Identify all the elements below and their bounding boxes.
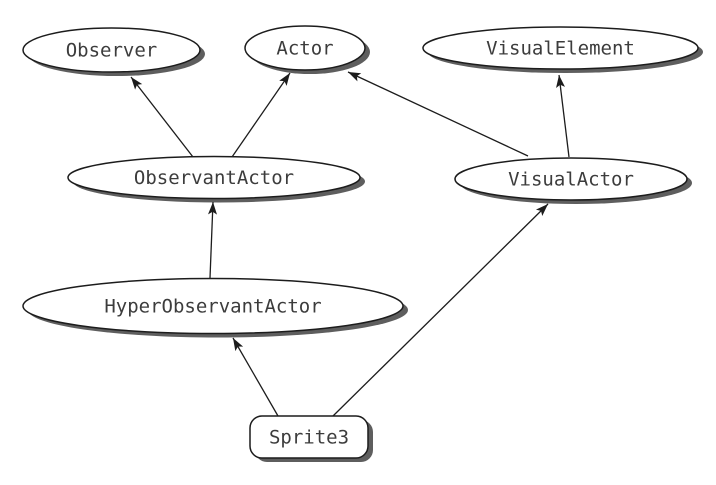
- node-label-observer: Observer: [66, 40, 158, 62]
- node-label-observant-actor: ObservantActor: [134, 167, 294, 189]
- edge-layer: [130, 71, 570, 417]
- node-visual-element: [422, 26, 699, 70]
- node-actor: [244, 25, 366, 71]
- edge-sprite3-to-visual-actor: [332, 203, 549, 417]
- node-label-actor: Actor: [276, 38, 333, 60]
- edge-sprite3-to-hyper-observant-actor: [232, 337, 279, 417]
- edge-visual-actor-to-actor: [347, 71, 529, 157]
- label-layer: Observer Actor VisualElementObservantActor…: [66, 38, 635, 449]
- node-observer: [22, 27, 201, 73]
- node-visual-actor: [454, 157, 688, 201]
- node-label-visual-actor: VisualActor: [508, 169, 634, 191]
- node-label-hyper-observant-actor: HyperObservantActor: [104, 296, 321, 318]
- node-label-visual-element: VisualElement: [486, 38, 635, 60]
- node-hyper-observant-actor: [22, 277, 404, 335]
- node-label-sprite3: Sprite3: [269, 427, 349, 449]
- edge-observant-actor-to-observer: [130, 76, 194, 158]
- edge-visual-actor-to-visual-element: [556, 74, 570, 158]
- edge-observant-actor-to-actor: [231, 72, 291, 158]
- shadow-layer: [28, 30, 703, 462]
- edge-hyper-observant-actor-to-observant-actor: [208, 201, 218, 279]
- node-layer: [22, 25, 699, 459]
- node-observant-actor: [67, 155, 361, 200]
- node-sprite3: [249, 415, 369, 459]
